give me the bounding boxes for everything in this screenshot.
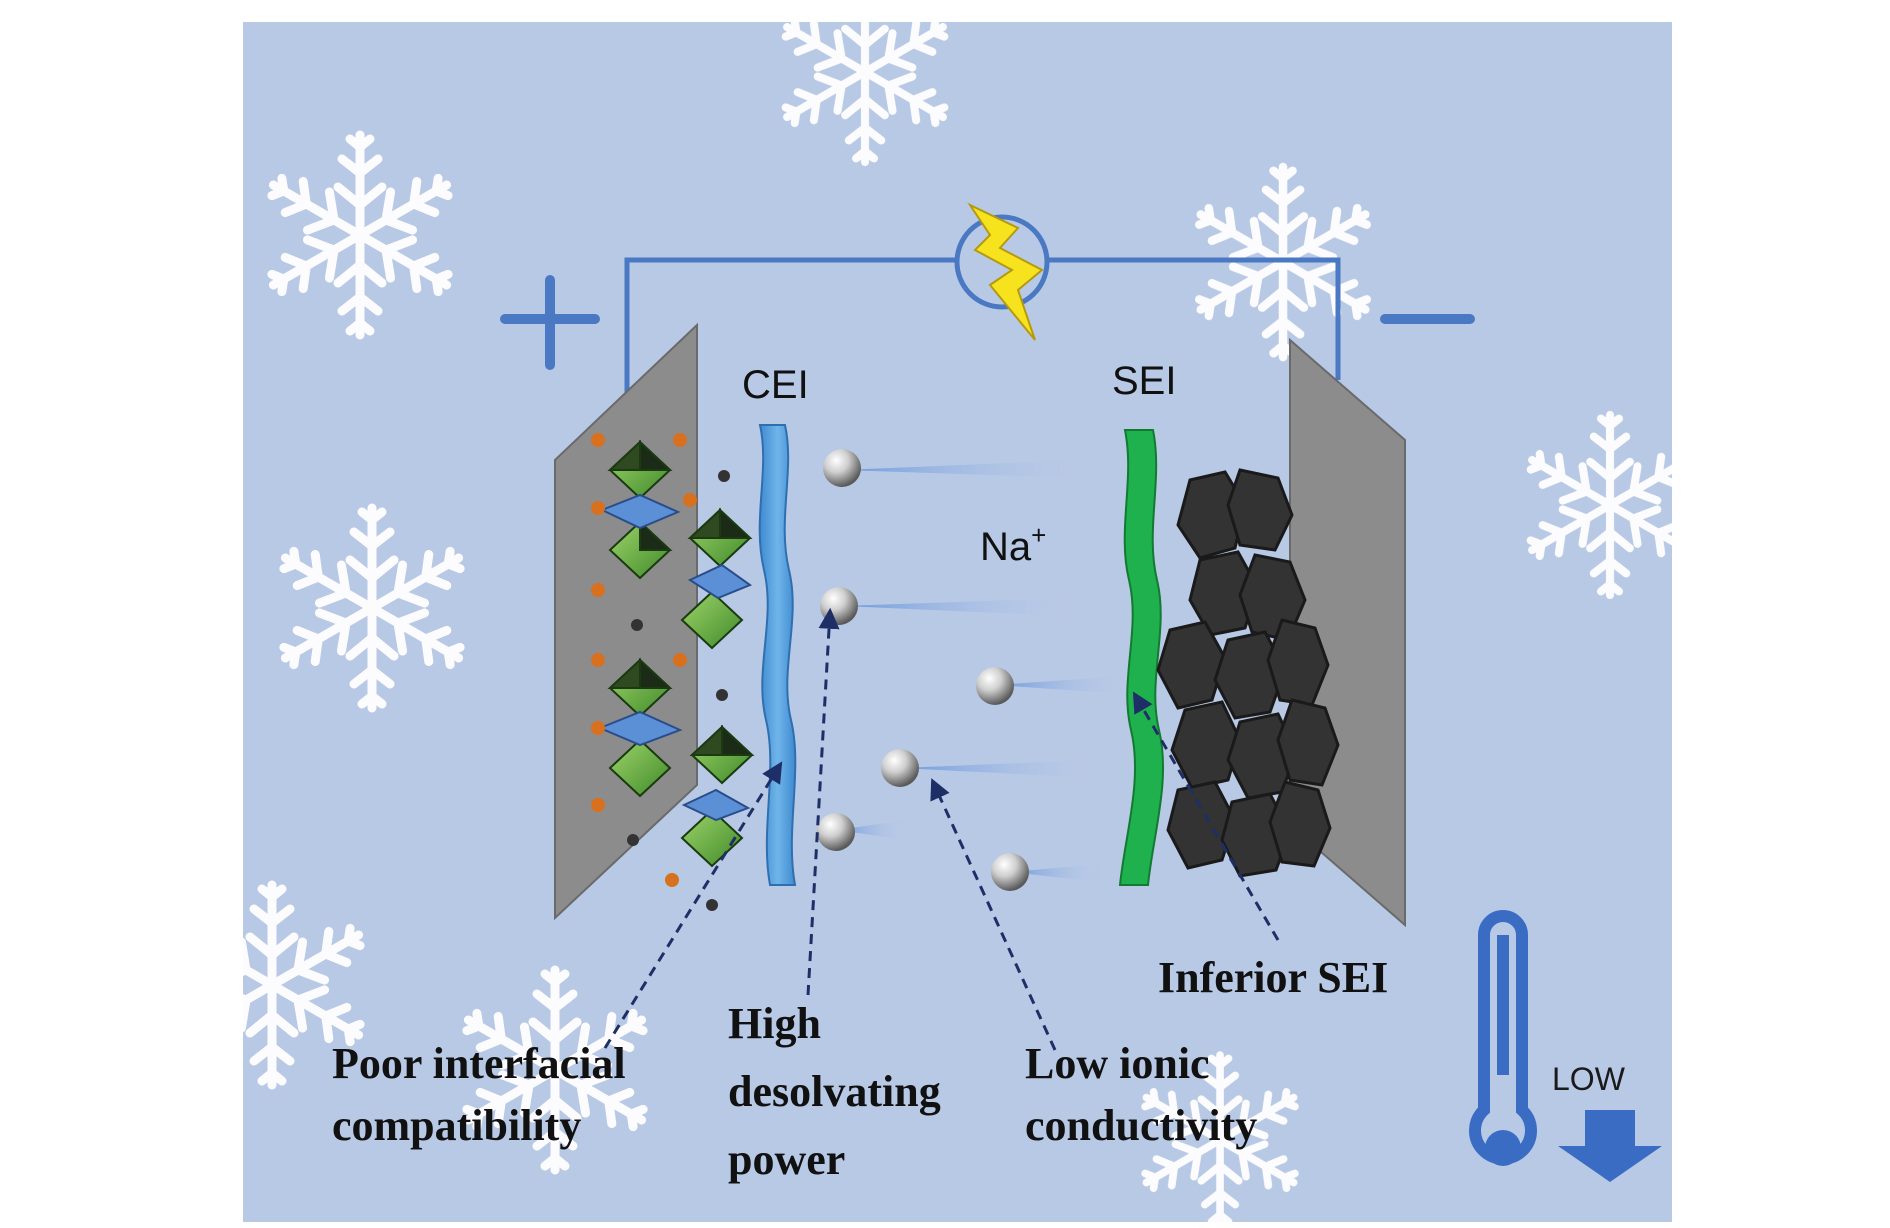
callout-high-desolvating-line1: High	[728, 999, 821, 1048]
callout-inferior-sei: Inferior SEI	[1158, 953, 1388, 1002]
thermometer-icon	[1469, 910, 1537, 1166]
ion-trail	[842, 598, 1070, 616]
power-source	[954, 214, 1050, 310]
ion-trail	[900, 760, 1095, 778]
ion-trail	[838, 820, 905, 840]
sodium-ion	[817, 813, 855, 851]
arrow-inferior-sei	[1132, 691, 1280, 941]
sodium-ion	[881, 749, 919, 787]
ion-trail	[1010, 864, 1100, 882]
sei-layer	[1118, 429, 1165, 886]
plus-icon	[500, 275, 600, 370]
sodium-ion	[991, 853, 1029, 891]
external-circuit	[624, 214, 1341, 400]
ion-trail	[995, 676, 1125, 694]
callout-high-desolvating-line2: desolvating	[728, 1067, 941, 1116]
callout-high-desolvating-line3: power	[728, 1135, 845, 1184]
lightning-bolt-icon	[967, 202, 1044, 341]
anode-carbon-particles	[1156, 468, 1340, 878]
arrow-down-icon	[1558, 1110, 1662, 1182]
sodium-ion	[823, 449, 861, 487]
sodium-ion	[976, 667, 1014, 705]
low-temperature-label: LOW	[1552, 1061, 1626, 1097]
sodium-ion-label: Na+	[980, 520, 1046, 569]
callout-poor-interfacial-line2: compatibility	[332, 1101, 581, 1150]
callout-low-ionic-line2: conductivity	[1025, 1101, 1257, 1150]
sei-label: SEI	[1112, 359, 1176, 403]
annotation-arrows	[603, 607, 1280, 1051]
phosphate-tetrahedra	[597, 493, 753, 822]
arrow-low-conductivity	[930, 778, 1057, 1051]
callout-low-ionic-line1: Low ionic	[1025, 1039, 1210, 1088]
arrow-poor-compatibility	[603, 761, 783, 1049]
callout-poor-interfacial-line1: Poor interfacial	[332, 1039, 626, 1088]
cei-layer	[758, 424, 797, 886]
cathode-particles	[591, 433, 730, 911]
arrow-high-desolvating	[806, 607, 840, 996]
ion-trail	[842, 460, 1080, 478]
sodium-ions	[817, 449, 1125, 891]
cei-label: CEI	[742, 363, 809, 407]
sodium-ion	[820, 587, 858, 625]
